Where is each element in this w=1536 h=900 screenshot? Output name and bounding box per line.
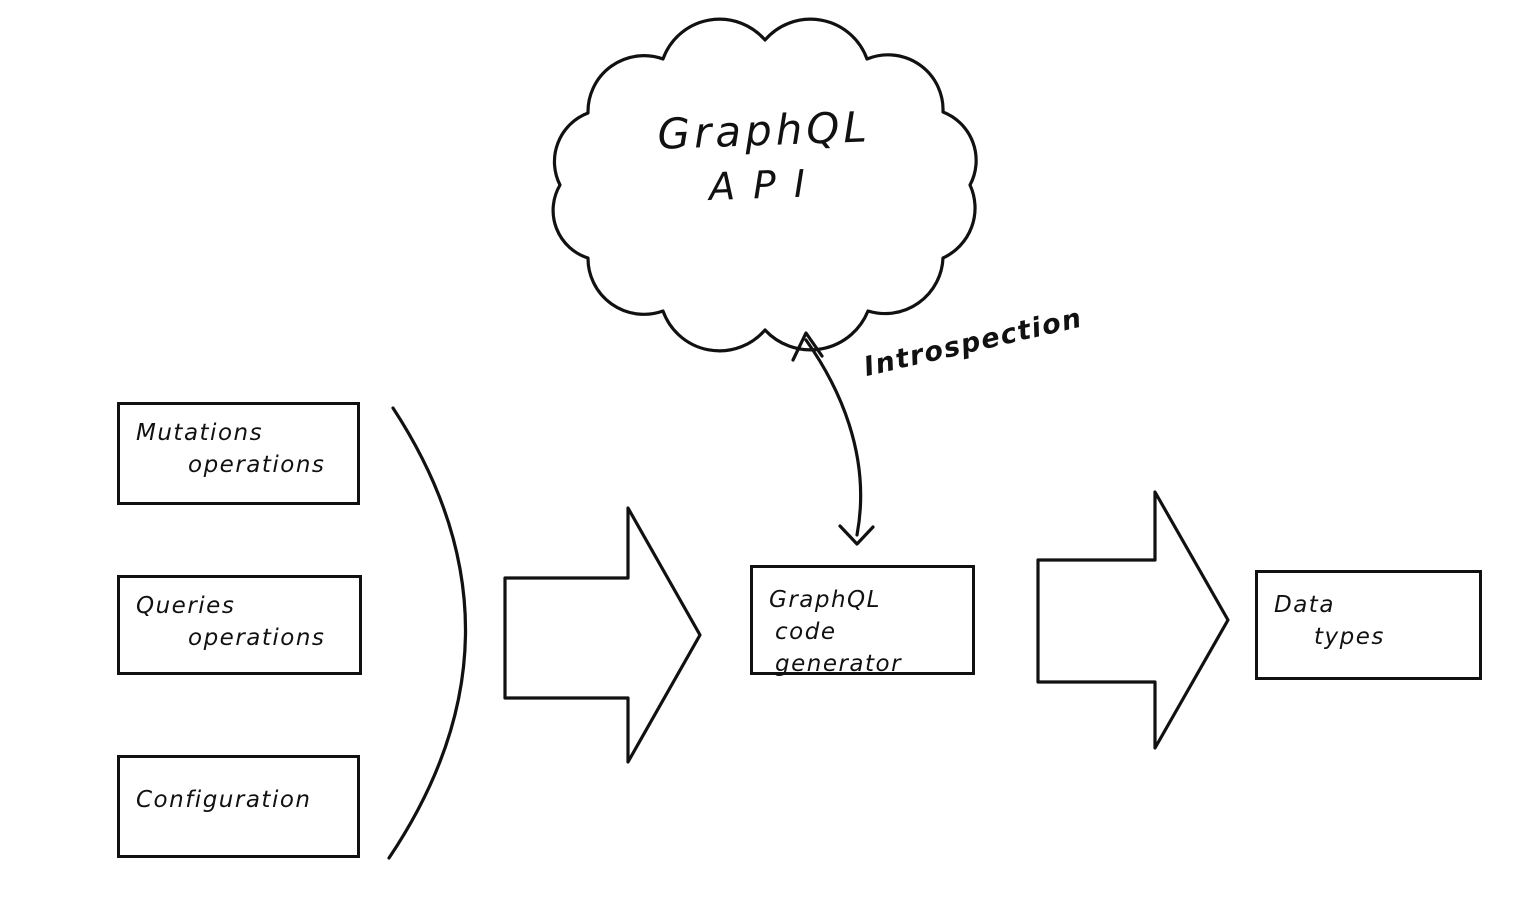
input-box-queries-line1: Queries [136,593,236,619]
left-brace-arc [387,406,468,860]
introspection-arrowhead-bottom [838,524,875,546]
generator-box-line2: code generator [775,619,903,677]
cloud-shape [551,17,978,353]
generator-box-line1: GraphQL [769,587,881,613]
output-box-data-types: Data types [1255,570,1482,680]
output-box-line1: Data [1274,592,1335,618]
generator-box: GraphQL code generator [750,565,975,677]
flow-arrow-generator-to-output [1036,490,1230,750]
input-box-queries: Queries operations [117,575,362,675]
introspection-arrowhead-top [791,331,824,362]
cloud-label: GraphQL API [588,96,942,216]
input-box-configuration: Configuration [117,755,360,858]
input-box-queries-line2: operations [188,625,326,651]
input-box-mutations-line1: Mutations [136,420,264,446]
input-box-configuration-line1: Configuration [136,787,312,813]
flow-arrow-inputs-to-generator [503,506,702,764]
input-box-mutations-line2: operations [188,452,326,478]
output-box-line2: types [1314,624,1385,650]
input-box-mutations: Mutations operations [117,402,360,505]
introspection-arrow [804,338,863,537]
